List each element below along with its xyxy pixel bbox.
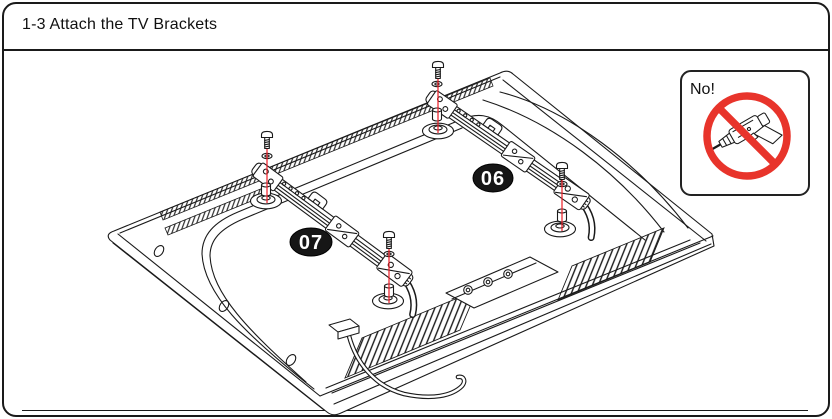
- central-panel-outline: [201, 114, 646, 390]
- badge-07: 07: [289, 227, 333, 257]
- top-vent-strip: [159, 77, 494, 221]
- right-cover-curve-inner: [482, 99, 665, 233]
- badge-06: 06: [472, 163, 514, 193]
- assembly-guide-lines: [266, 79, 563, 303]
- title-divider: [3, 49, 829, 51]
- central-panel-inner-line: [209, 127, 463, 383]
- right-cover-curve-outer: [499, 91, 689, 229]
- av-jack: [483, 277, 493, 287]
- washer: [431, 80, 443, 88]
- section-title: 1-3 Attach the TV Brackets: [22, 16, 218, 33]
- av-jack: [503, 269, 513, 279]
- prohibition-sign: [703, 92, 791, 180]
- warning-label: No!: [690, 81, 715, 98]
- power-cable: [328, 318, 467, 400]
- topright-edge-inner-line: [502, 79, 707, 242]
- badge-07-label: 07: [299, 232, 323, 254]
- bezel-screw-holes: [153, 245, 297, 366]
- vesa-hole: [543, 220, 577, 238]
- warning-box: No!: [680, 70, 810, 196]
- bottom-band-inner-line: [333, 243, 712, 405]
- prohibition-slash: [716, 105, 778, 167]
- badge-06-label: 06: [481, 168, 505, 190]
- screw: [260, 130, 274, 150]
- footer-divider: [22, 410, 808, 411]
- bottom-vent-group-right: [557, 227, 665, 301]
- screw: [431, 60, 445, 80]
- av-jack: [463, 285, 473, 295]
- tv-outline: [107, 70, 715, 416]
- tv-back-illustration: [107, 70, 715, 416]
- connector-panel: [445, 256, 559, 309]
- spacer: [431, 107, 443, 122]
- spacer: [260, 182, 272, 197]
- left-bezel-inner-line: [112, 242, 325, 411]
